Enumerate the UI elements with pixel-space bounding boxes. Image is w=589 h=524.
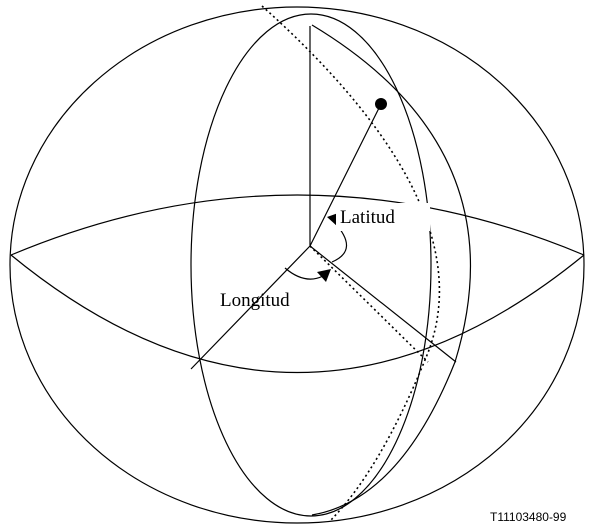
meridian-right xyxy=(311,24,472,516)
longitude-arrow-icon xyxy=(317,269,331,282)
meridian-point-dotted xyxy=(261,5,441,522)
figure-code: T11103480-99 xyxy=(490,510,567,524)
latitude-label-bg xyxy=(336,203,430,231)
point-marker xyxy=(375,98,387,110)
radius-projection-dotted xyxy=(309,245,429,363)
longitude-arc xyxy=(284,267,324,280)
radius-equator-left xyxy=(190,245,311,370)
equator-back xyxy=(10,194,585,256)
equator-front xyxy=(10,254,585,373)
latitude-label: Latitud xyxy=(340,207,395,228)
meridian-left xyxy=(190,13,432,517)
radius-equator-right xyxy=(309,245,457,363)
longitude-label: Longitud xyxy=(220,290,290,311)
radius-to-point xyxy=(309,103,382,247)
sphere-outline xyxy=(9,6,585,524)
